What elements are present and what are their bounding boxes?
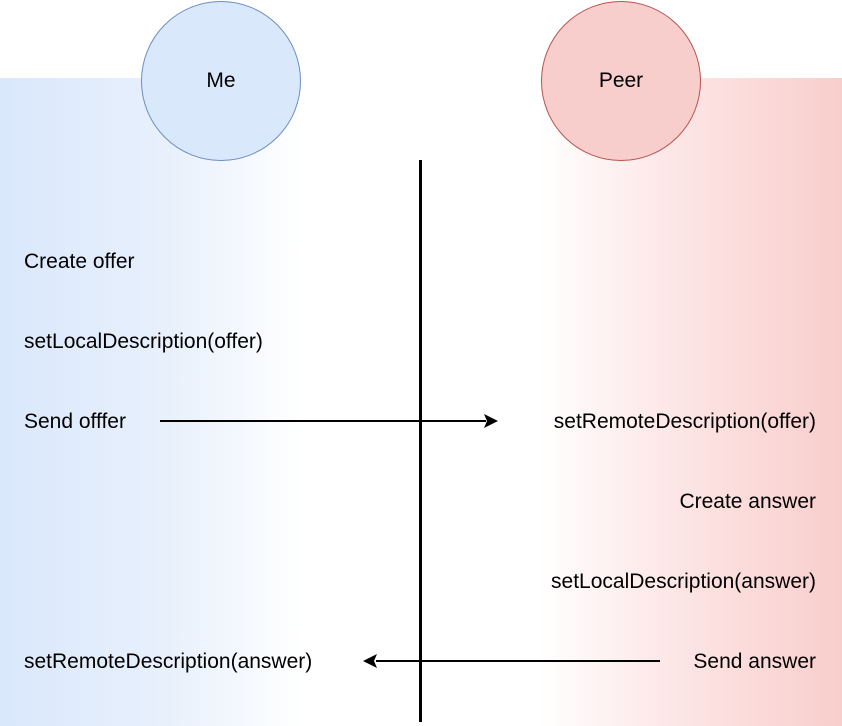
peer-actor-label: Peer <box>598 69 644 92</box>
set-remote-answer-step: setRemoteDescription(answer) <box>24 650 313 673</box>
set-remote-offer-step: setRemoteDescription(offer) <box>553 410 816 433</box>
me-lane <box>0 78 420 726</box>
set-local-offer-step: setLocalDescription(offer) <box>24 330 263 353</box>
me-actor-label: Me <box>206 69 236 92</box>
create-offer-step: Create offer <box>24 250 135 273</box>
create-answer-step: Create answer <box>679 490 816 513</box>
send-answer-step: Send answer <box>693 650 816 673</box>
me-actor-circle: Me <box>141 1 301 161</box>
lane-divider <box>419 160 422 722</box>
send-offer-step: Send offfer <box>24 410 126 433</box>
set-local-answer-step: setLocalDescription(answer) <box>551 570 816 593</box>
peer-actor-circle: Peer <box>541 1 701 161</box>
peer-lane <box>420 78 842 726</box>
